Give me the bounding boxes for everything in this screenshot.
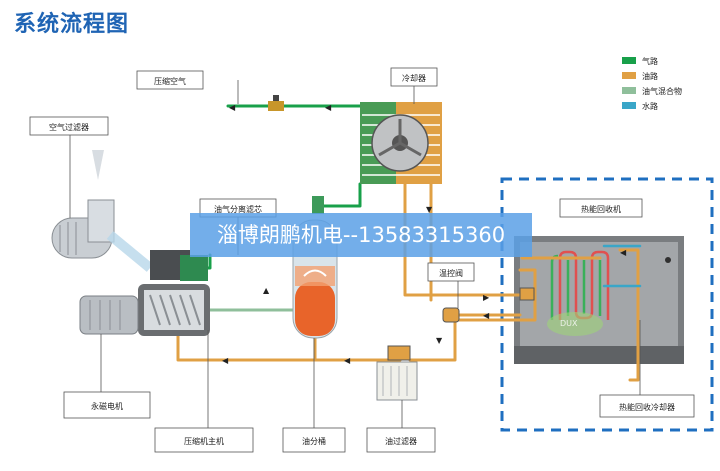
svg-text:▲: ▲ [263, 286, 270, 295]
legend-swatch [622, 72, 636, 79]
outlet-valve [268, 95, 284, 111]
legend-swatch [622, 57, 636, 64]
label-compressed-air-text: 压缩空气 [154, 76, 186, 86]
legend-label: 油气混合物 [642, 86, 682, 96]
label-oil-filter: 油过滤器 [366, 427, 436, 453]
label-oil-tank: 油分桶 [282, 427, 346, 453]
label-compressed-air: 压缩空气 [136, 70, 204, 90]
label-thermostatic-valve: 温控阀 [427, 262, 475, 282]
heat-recovery-unit: DUX [514, 236, 684, 364]
cooler [360, 102, 442, 184]
thermostatic-valve-body [519, 287, 535, 301]
label-cooler-text: 冷却器 [402, 73, 426, 83]
pm-motor [79, 295, 139, 335]
label-heat-recovery-cooler: 热能回收冷却器 [599, 394, 695, 418]
watermark-banner: 淄博朗鹏机电--13583315360 [190, 213, 532, 257]
label-oil-filter-text: 油过滤器 [385, 436, 417, 446]
label-heat-recovery-text: 热能回收机 [581, 204, 621, 214]
label-oil-tank-text: 油分桶 [302, 436, 326, 446]
legend-swatch [622, 87, 636, 94]
svg-text:◀: ◀ [344, 356, 351, 365]
inlet-valve [150, 250, 208, 281]
label-cooler: 冷却器 [390, 67, 438, 87]
svg-text:◀: ◀ [620, 248, 627, 257]
page-title: 系统流程图 [14, 12, 130, 37]
brand-mark: DUX [560, 319, 578, 328]
legend: 气路 油路 油气混合物 水路 [622, 56, 682, 111]
svg-text:◀: ◀ [222, 356, 229, 365]
label-thermostatic-valve-text: 温控阀 [439, 268, 463, 278]
legend-label: 水路 [642, 101, 658, 111]
label-heat-recovery: 热能回收机 [559, 198, 643, 218]
label-oil-separator-core-text: 油气分离滤芯 [214, 204, 262, 214]
water-circuit [602, 244, 642, 288]
label-main-unit-text: 压缩机主机 [184, 436, 224, 446]
legend-label: 气路 [642, 56, 658, 66]
svg-text:◀: ◀ [229, 103, 236, 112]
label-pm-motor: 永磁电机 [63, 391, 151, 419]
label-air-filter: 空气过滤器 [29, 116, 109, 136]
air-intake-arrow-icon [92, 150, 104, 180]
flow-arrows: ◀ ◀ ▼ ◀ ▼ ◀ ◀ ▲ ◀ ▶ [222, 103, 627, 365]
svg-text:▼: ▼ [426, 205, 433, 214]
label-air-filter-text: 空气过滤器 [49, 122, 89, 132]
legend-swatch [622, 102, 636, 109]
svg-text:◀: ◀ [483, 311, 490, 320]
mixing-valve [442, 307, 460, 323]
air-filter-unit [51, 150, 115, 259]
label-pm-motor-text: 永磁电机 [91, 401, 123, 411]
label-heat-recovery-cooler-text: 热能回收冷却器 [619, 402, 675, 412]
svg-text:▼: ▼ [436, 336, 443, 345]
label-main-unit: 压缩机主机 [154, 427, 254, 453]
svg-text:▶: ▶ [483, 293, 490, 302]
heat-recovery-region [500, 177, 714, 432]
legend-label: 油路 [642, 71, 658, 81]
compressor-main-unit [138, 284, 210, 336]
svg-text:◀: ◀ [325, 103, 332, 112]
oil-filter [376, 345, 418, 401]
